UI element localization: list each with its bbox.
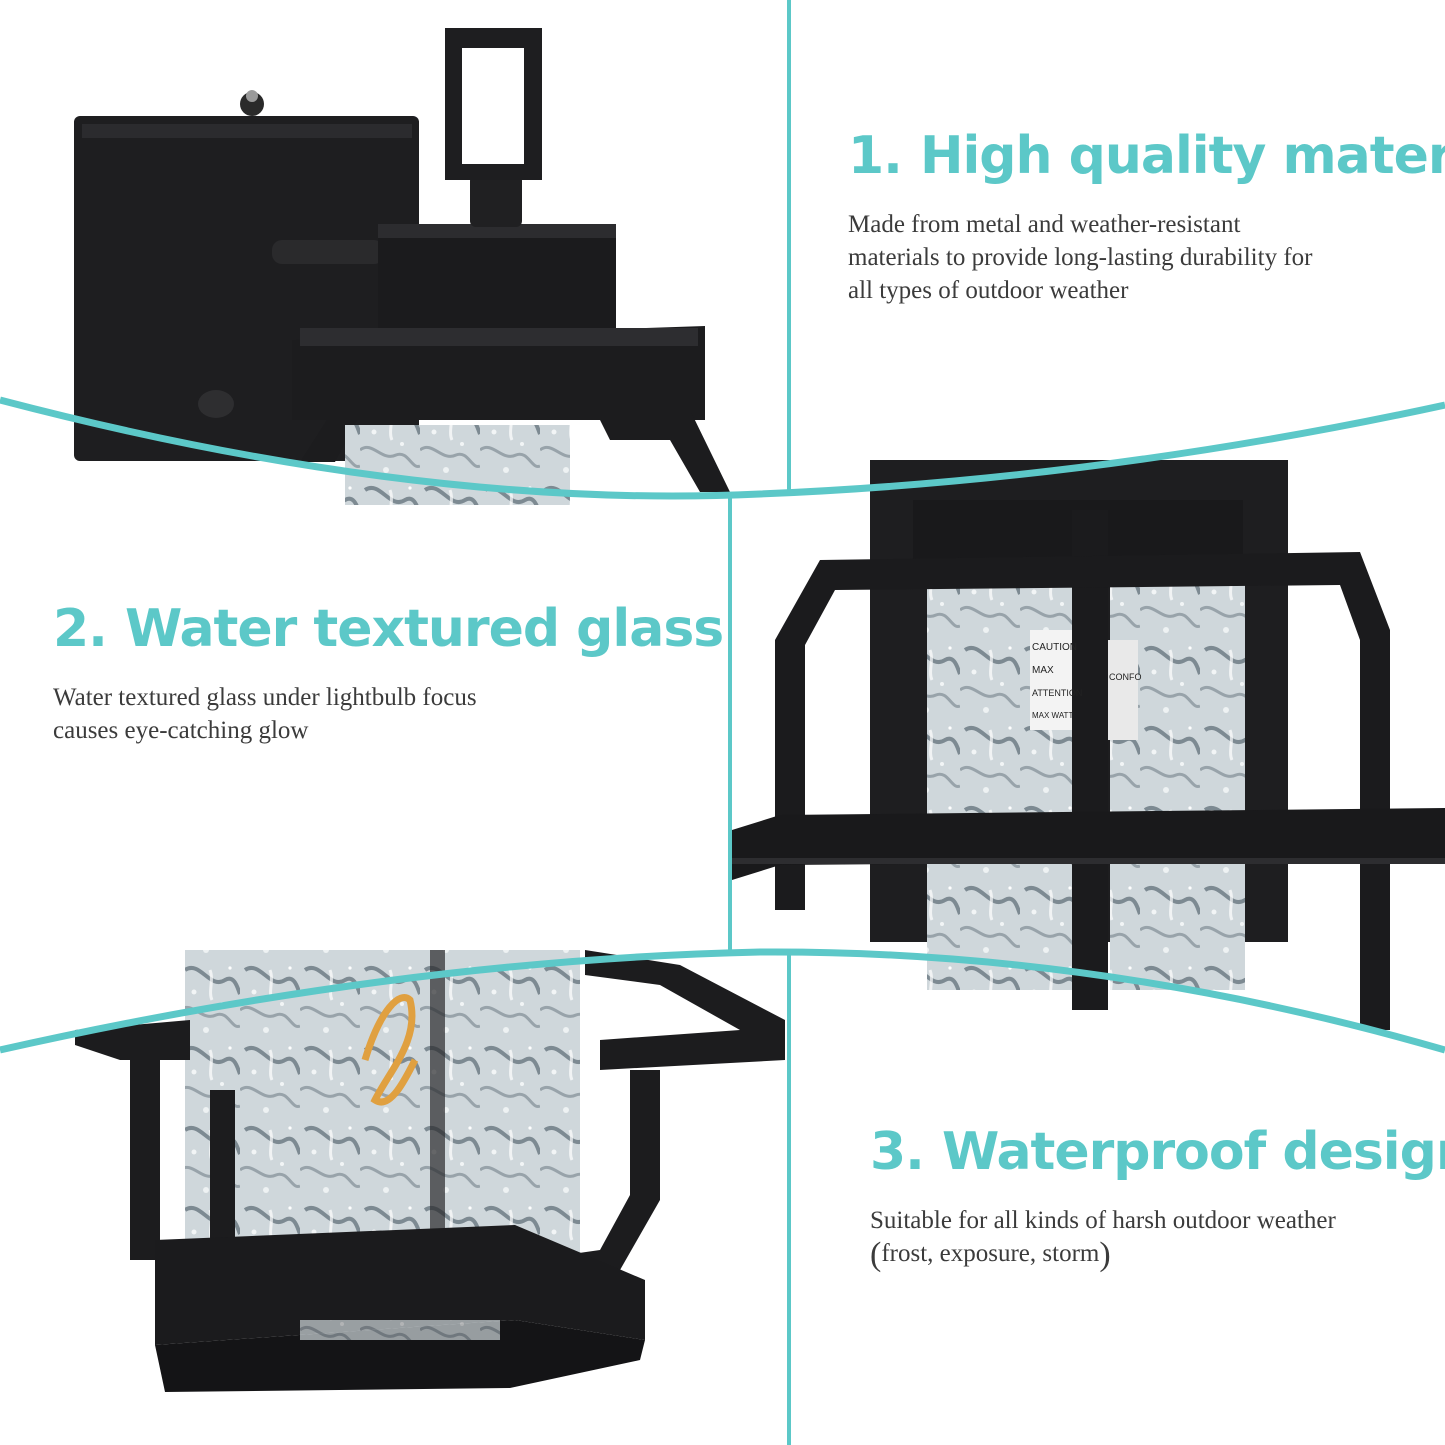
label-line-1: CAUTION xyxy=(1032,642,1077,653)
photocell-sensor-icon xyxy=(240,92,264,116)
feature-3-line-1: Suitable for all kinds of harsh outdoor … xyxy=(870,1207,1336,1234)
feature-1-number: 1. xyxy=(848,126,903,186)
center-bar xyxy=(1072,510,1108,1010)
glass-panel-right xyxy=(1110,560,1245,990)
feature-water-textured-glass: 2.Water textured glass Water textured gl… xyxy=(53,603,724,747)
label-side: CONFO xyxy=(1109,672,1142,682)
label-line-4: MAX WATT xyxy=(1032,711,1073,720)
feature-1-line-3: all types of outdoor weather xyxy=(848,277,1129,304)
feature-1-line-1: Made from metal and weather-resistant xyxy=(848,211,1241,238)
feature-3-title: Waterproof design xyxy=(941,1122,1445,1182)
cage-arm-right xyxy=(585,950,785,1070)
feature-waterproof-design: 3.Waterproof design Suitable for all kin… xyxy=(870,1126,1445,1273)
feature-1-description: Made from metal and weather-resistant ma… xyxy=(848,208,1408,307)
lantern-roof xyxy=(292,326,705,420)
lamp-bottom-photo xyxy=(75,950,785,1392)
wave-divider-top xyxy=(0,396,1445,500)
feature-2-title: Water textured glass xyxy=(124,599,724,659)
feature-2-heading: 2.Water textured glass xyxy=(53,603,724,655)
wave-divider-bottom xyxy=(0,948,1445,1054)
lamp-top-photo xyxy=(74,28,730,505)
cage-leg-left xyxy=(130,1060,160,1260)
lamp-cage-photo: CAUTION MAX ATTENTION MAX WATT CONFO xyxy=(732,460,1445,1030)
bulb-filament xyxy=(361,994,419,1106)
feature-1-line-2: materials to provide long-lasting durabi… xyxy=(848,244,1313,271)
glass-panel-left xyxy=(927,560,1072,990)
feature-2-description: Water textured glass under lightbulb foc… xyxy=(53,681,613,747)
label-line-3: ATTENTION xyxy=(1032,688,1082,698)
warning-label xyxy=(1030,630,1072,730)
bottom-base xyxy=(155,1225,645,1345)
feature-3-line-2: frost, exposure, storm xyxy=(881,1240,1100,1267)
feature-3-heading: 3.Waterproof design xyxy=(870,1126,1445,1178)
feature-2-line-2: causes eye-catching glow xyxy=(53,717,309,744)
feature-high-quality-materials: 1.High quality materials Made from metal… xyxy=(848,130,1445,307)
feature-3-description: Suitable for all kinds of harsh outdoor … xyxy=(870,1207,1336,1273)
feature-2-number: 2. xyxy=(53,599,108,659)
feature-2-line-1: Water textured glass under lightbulb foc… xyxy=(53,684,477,711)
feature-1-title: High quality materials xyxy=(919,126,1445,186)
feature-3-number: 3. xyxy=(870,1122,925,1182)
label-line-2: MAX xyxy=(1032,665,1054,676)
mounting-screw xyxy=(198,390,234,418)
mounting-arm xyxy=(272,240,384,264)
feature-1-heading: 1.High quality materials xyxy=(848,130,1445,182)
